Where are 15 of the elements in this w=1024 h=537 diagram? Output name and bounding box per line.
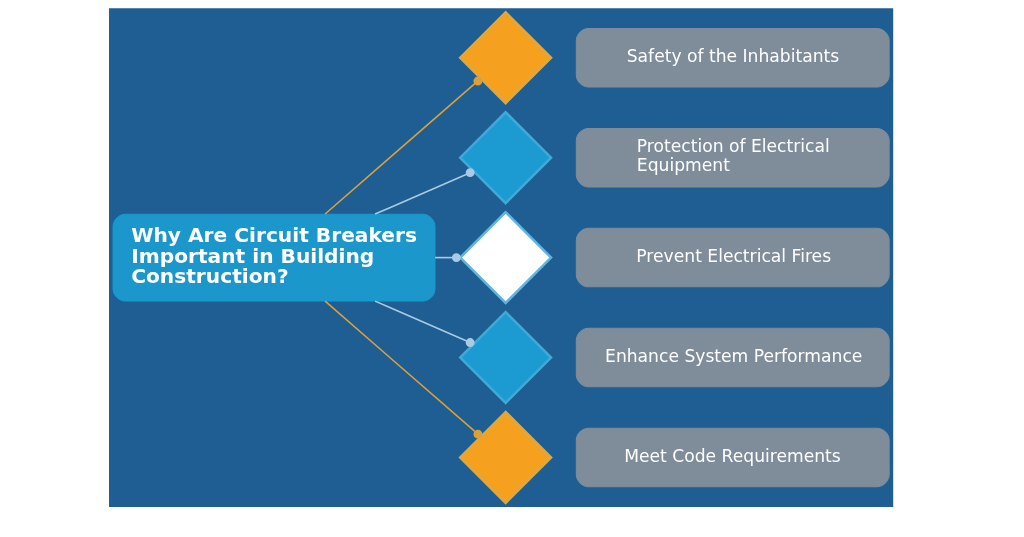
node-box: Prevent Electrical Fires <box>575 227 890 288</box>
node-box: Meet Code Requirements <box>575 427 890 488</box>
connector <box>374 168 475 215</box>
node-box: Why Are Circuit Breakers Important in Building Construction? <box>112 213 436 302</box>
node-diamond <box>458 10 553 105</box>
connector <box>374 300 475 347</box>
node-box: Protection of Electrical Equipment <box>575 127 890 188</box>
node-diamond <box>458 210 553 305</box>
node-diamond <box>458 310 553 405</box>
node-diamond <box>458 110 553 205</box>
node-box: Safety of the Inhabitants <box>575 28 890 88</box>
node-box: Enhance System Performance <box>575 327 890 388</box>
connector <box>324 76 483 215</box>
node-diamond <box>458 410 553 505</box>
connector <box>324 300 483 439</box>
